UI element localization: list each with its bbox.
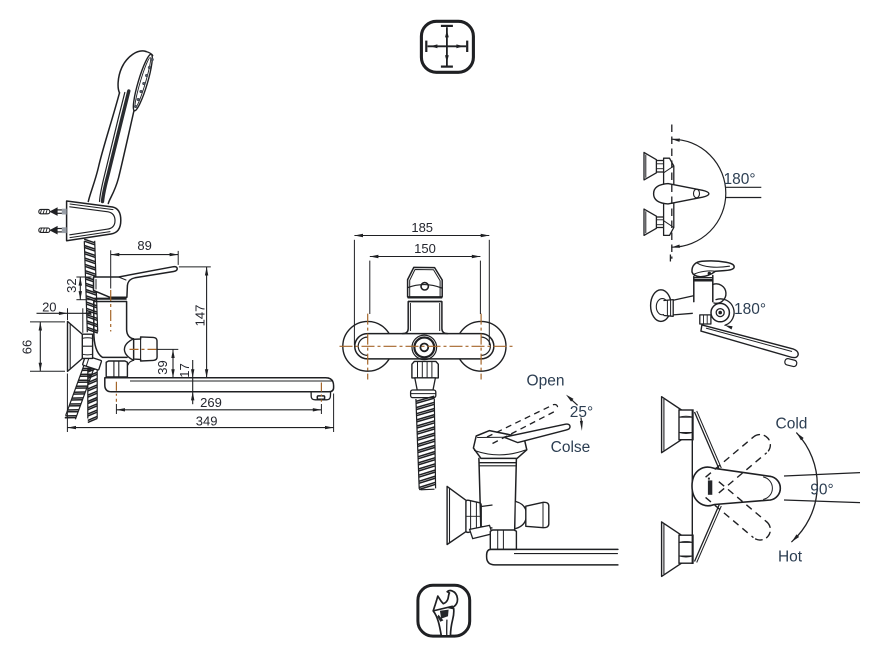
svg-text:17: 17 — [177, 363, 192, 377]
svg-text:269: 269 — [200, 395, 222, 410]
svg-text:180°: 180° — [723, 171, 755, 188]
svg-text:150: 150 — [414, 241, 436, 256]
svg-text:349: 349 — [196, 413, 218, 428]
svg-text:89: 89 — [137, 238, 151, 253]
svg-text:147: 147 — [192, 305, 207, 327]
svg-text:66: 66 — [20, 340, 35, 354]
svg-text:Hot: Hot — [778, 549, 803, 566]
svg-text:32: 32 — [64, 278, 79, 292]
svg-text:180°: 180° — [734, 301, 766, 318]
svg-text:20: 20 — [42, 300, 56, 315]
svg-text:39: 39 — [155, 360, 170, 374]
svg-text:Cold: Cold — [776, 416, 808, 433]
svg-text:185: 185 — [411, 220, 433, 235]
svg-text:Open: Open — [527, 373, 565, 390]
svg-text:Colse: Colse — [551, 439, 591, 456]
svg-text:90°: 90° — [810, 482, 833, 499]
